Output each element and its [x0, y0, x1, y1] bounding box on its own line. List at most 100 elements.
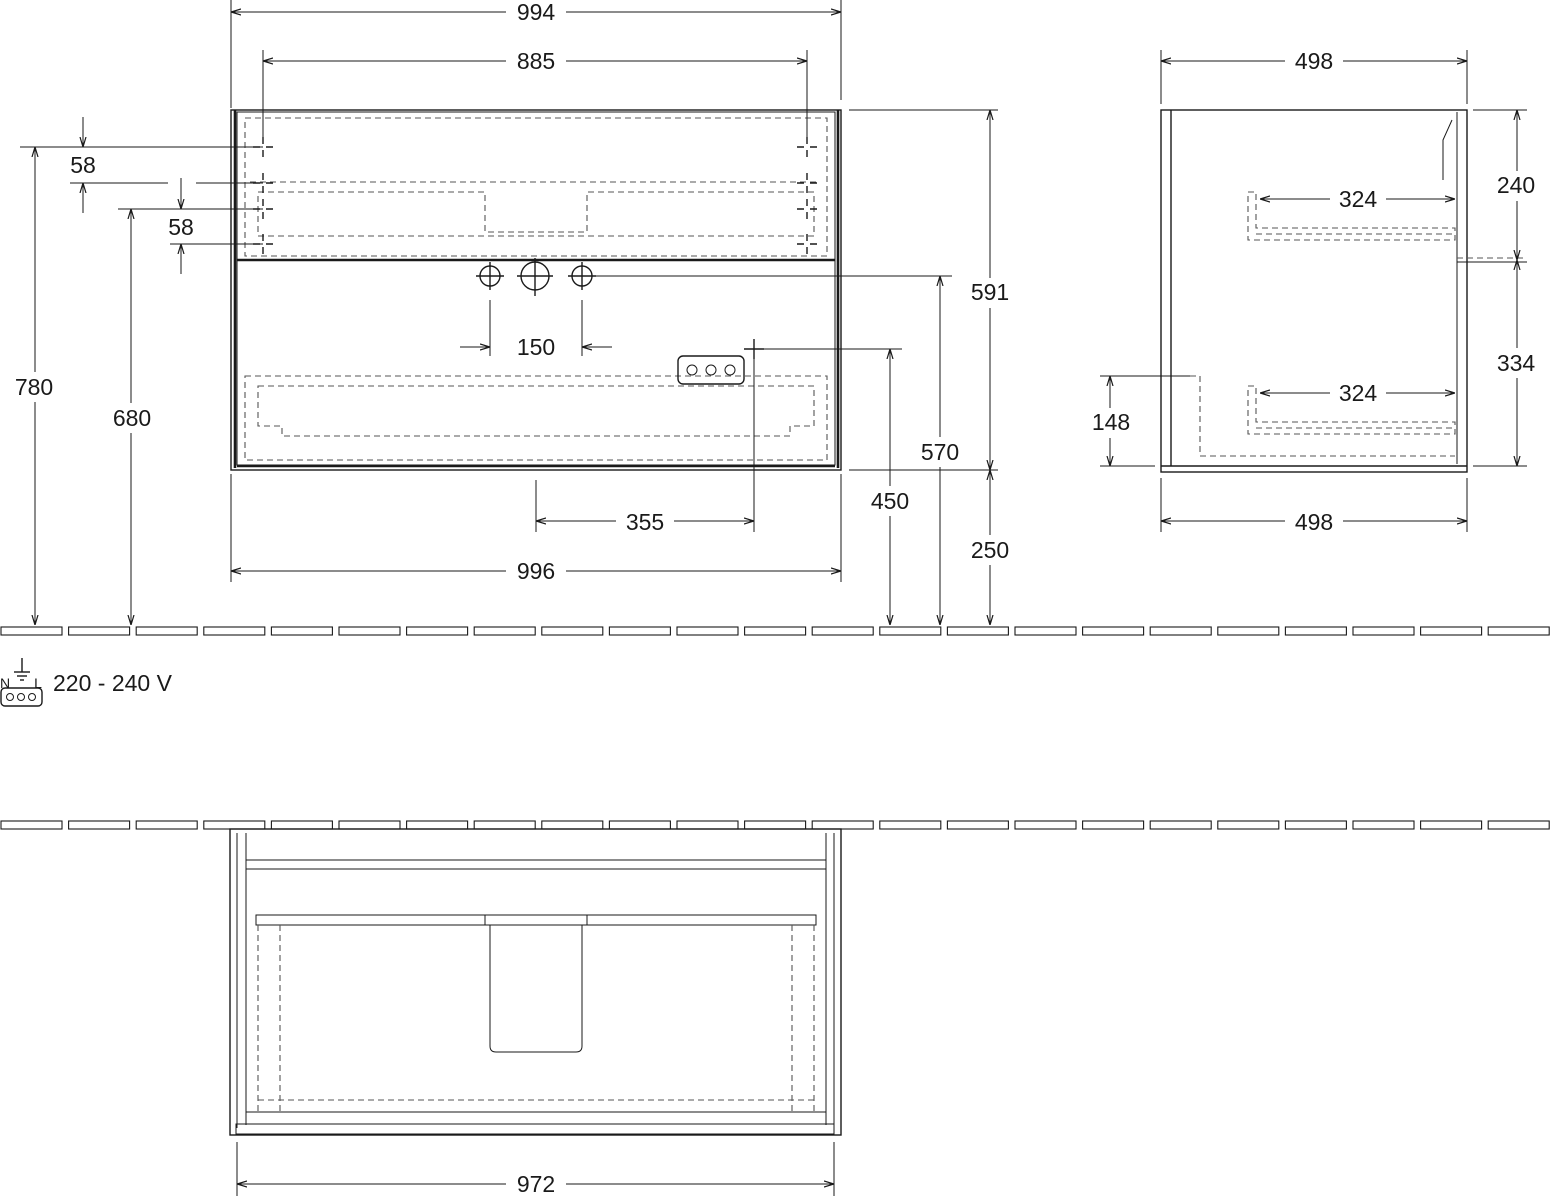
side-siphon-contour	[1442, 119, 1453, 180]
dim-498-top: 498	[1295, 48, 1333, 74]
pin-neutral-label: N	[0, 675, 10, 691]
front-cabinet-outline	[230, 109, 842, 471]
wall-tile	[1149, 820, 1212, 830]
wall-tile	[1014, 626, 1077, 636]
wall-tile	[1082, 820, 1145, 830]
wall-tile	[676, 820, 739, 830]
dim-994: 994	[517, 0, 556, 25]
dim-334: 334	[1497, 350, 1536, 376]
wall-tiles-upper	[0, 626, 1550, 636]
wall-tile	[406, 820, 469, 830]
wall-tile	[406, 626, 469, 636]
front-cabinet-inner	[236, 111, 836, 466]
voltage-label: 220 - 240 V	[53, 670, 173, 696]
wall-tile	[1082, 626, 1145, 636]
dim-885: 885	[517, 48, 555, 74]
wall-tile	[811, 820, 874, 830]
wall-tile	[1149, 626, 1212, 636]
tap-hole-right	[568, 262, 596, 290]
dim-148: 148	[1092, 409, 1130, 435]
side-dimension-lines	[1100, 50, 1527, 532]
wall-tiles-lower	[0, 820, 1550, 830]
tap-hole-left	[476, 262, 504, 290]
fixing-cross	[797, 173, 817, 193]
front-view	[230, 109, 842, 471]
lower-drawer-inner-hidden	[257, 385, 815, 437]
wall-tile	[1014, 820, 1077, 830]
wall-tile	[1217, 626, 1280, 636]
wall-tile	[203, 820, 266, 830]
wall-tile	[270, 820, 333, 830]
lower-drawer-hidden	[244, 375, 828, 461]
plan-back-panel	[235, 1123, 835, 1135]
wall-tile	[270, 626, 333, 636]
wall-tile	[541, 820, 604, 830]
wall-tile	[203, 626, 266, 636]
wall-tile	[946, 626, 1009, 636]
dim-680: 680	[113, 405, 151, 431]
front-dimension-lines	[20, 0, 998, 625]
wall-tile	[135, 626, 198, 636]
dim-498-bottom: 498	[1295, 509, 1333, 535]
wall-tile	[1284, 626, 1347, 636]
wall-tile	[1352, 820, 1415, 830]
side-dimension-labels: 498 240 334 324 324 148 498	[1086, 48, 1544, 535]
front-dimension-labels: 994 885 58 58 780 680 591 570 450 250 15…	[10, 0, 1016, 584]
fixing-cross	[797, 199, 817, 219]
wall-tile	[338, 820, 401, 830]
pin-live-label: L	[34, 675, 42, 691]
wall-tile	[1352, 626, 1415, 636]
side-inner-contour	[1190, 375, 1455, 457]
dim-324-upper: 324	[1339, 186, 1378, 212]
tap-hole-center	[517, 258, 553, 296]
wall-tile	[608, 820, 671, 830]
wall-tile	[135, 820, 198, 830]
wall-tile	[541, 626, 604, 636]
dim-450: 450	[871, 488, 909, 514]
wall-tile	[1420, 820, 1483, 830]
plan-siphon-cutout	[489, 925, 583, 1053]
dim-250: 250	[971, 537, 1009, 563]
dim-355: 355	[626, 509, 664, 535]
plan-cabinet-outline	[229, 828, 842, 1136]
wall-tile	[1217, 820, 1280, 830]
wall-tile	[676, 626, 739, 636]
wall-tile	[0, 626, 63, 636]
wall-tile	[946, 820, 1009, 830]
wall-tile	[338, 626, 401, 636]
dim-996: 996	[517, 558, 555, 584]
dim-591: 591	[971, 279, 1009, 305]
dim-570: 570	[921, 439, 959, 465]
socket-position-cross	[744, 339, 764, 359]
plan-view	[229, 828, 842, 1136]
fixing-cross	[797, 137, 817, 157]
wall-tile	[1284, 820, 1347, 830]
wall-tile	[744, 820, 807, 830]
wall-tile	[473, 626, 536, 636]
power-socket-outlet	[677, 355, 745, 385]
dim-324-lower: 324	[1339, 380, 1378, 406]
wall-tile	[811, 626, 874, 636]
wall-tile	[879, 820, 942, 830]
side-cabinet-outline	[1160, 109, 1468, 473]
fixing-cross	[797, 234, 817, 254]
side-view	[1160, 109, 1527, 473]
wall-tile	[1420, 626, 1483, 636]
dim-58-top: 58	[70, 152, 96, 178]
plan-drawer-front	[255, 914, 817, 926]
dim-240: 240	[1497, 172, 1535, 198]
side-lower-drawer-hidden	[1247, 385, 1456, 435]
wall-tile	[68, 820, 131, 830]
side-upper-drawer-hidden	[1247, 191, 1456, 241]
dim-780: 780	[15, 374, 53, 400]
dim-972: 972	[517, 1171, 555, 1196]
power-socket-icon: N L	[0, 658, 43, 707]
upper-drawer-basin-cutout	[257, 191, 815, 237]
wall-tile	[473, 820, 536, 830]
wall-tile	[1487, 626, 1550, 636]
upper-drawer-hidden	[244, 117, 828, 257]
wall-tile	[744, 626, 807, 636]
wall-tile	[0, 820, 63, 830]
dim-150: 150	[517, 334, 555, 360]
